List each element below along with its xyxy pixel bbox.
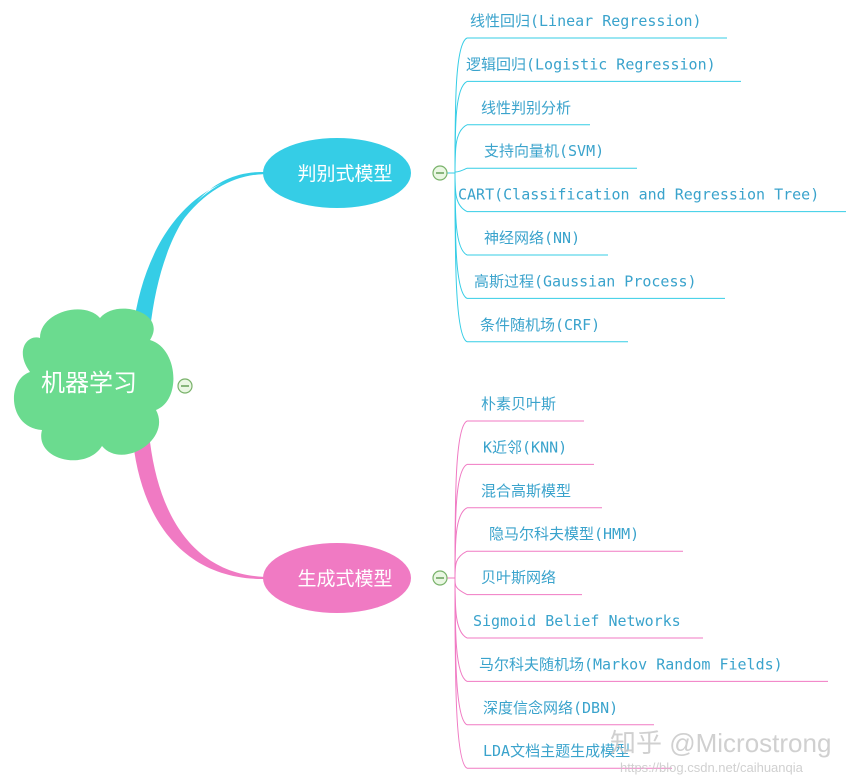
watermark-main: 知乎 @Microstrong <box>610 728 831 758</box>
leaf-connector <box>454 507 468 579</box>
leaf-connector <box>454 167 468 174</box>
leaf-label[interactable]: 马尔科夫随机场(Markov Random Fields) <box>479 655 783 673</box>
connectors <box>133 37 846 769</box>
leaf-label[interactable]: 深度信念网络(DBN) <box>483 699 618 717</box>
root-node[interactable]: 机器学习 <box>13 308 174 461</box>
leaf-label[interactable]: 逻辑回归(Logistic Regression) <box>466 55 716 73</box>
watermark: 知乎 @Microstrong https://blog.csdn.net/ca… <box>610 728 831 775</box>
leaf-label[interactable]: CART(Classification and Regression Tree) <box>458 186 819 204</box>
generative-topic-label: 生成式模型 <box>297 568 392 590</box>
leaf-connector <box>454 124 468 174</box>
leaf-label[interactable]: 神经网络(NN) <box>484 229 580 247</box>
leaf-label[interactable]: K近邻(KNN) <box>483 438 567 456</box>
leaf-connector <box>454 172 468 343</box>
discriminative-collapse-toggle[interactable] <box>432 165 448 181</box>
leaf-connector <box>454 80 468 174</box>
root-cloud-shape <box>13 308 174 461</box>
root-collapse-toggle[interactable] <box>177 378 193 394</box>
discriminative-topic-shape <box>263 138 411 208</box>
leaf-label[interactable]: 条件随机场(CRF) <box>480 316 600 334</box>
root-to-generative-taper <box>133 442 265 580</box>
generative-topic-shape <box>263 543 411 613</box>
root-label: 机器学习 <box>41 369 137 397</box>
leaf-label[interactable]: 贝叶斯网络 <box>481 569 556 587</box>
leaf-nodes: 线性回归(Linear Regression) 逻辑回归(Logistic Reg… <box>458 12 819 760</box>
leaf-label[interactable]: LDA文档主题生成模型 <box>483 742 630 760</box>
watermark-url: https://blog.csdn.net/caihuanqia <box>620 760 804 775</box>
leaf-label[interactable]: 隐马尔科夫模型(HMM) <box>489 525 639 543</box>
branch-discriminative[interactable]: 判别式模型 <box>263 138 411 208</box>
leaf-label[interactable]: 支持向量机(SVM) <box>484 142 604 160</box>
root-to-discriminative-taper <box>133 171 265 330</box>
leaf-label[interactable]: 混合高斯模型 <box>481 482 571 500</box>
leaf-label[interactable]: 朴素贝叶斯 <box>481 395 556 413</box>
leaf-label[interactable]: 高斯过程(Gaussian Process) <box>474 272 697 290</box>
leaf-connector <box>454 577 468 596</box>
discriminative-topic-label: 判别式模型 <box>297 163 392 185</box>
branch-generative[interactable]: 生成式模型 <box>263 543 411 613</box>
leaf-label[interactable]: 线性判别分析 <box>481 99 571 117</box>
generative-collapse-toggle[interactable] <box>432 570 448 586</box>
leaf-connector <box>454 577 468 769</box>
leaf-label[interactable]: 线性回归(Linear Regression) <box>470 12 702 30</box>
leaf-connector <box>454 550 468 579</box>
leaf-label[interactable]: Sigmoid Belief Networks <box>473 612 681 630</box>
